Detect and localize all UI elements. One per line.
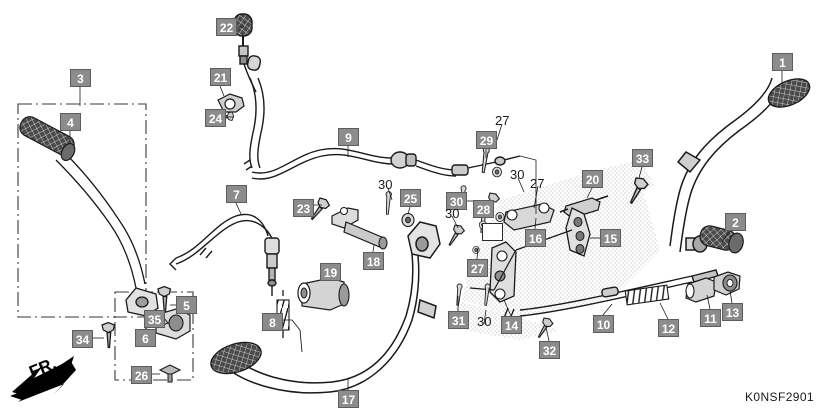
callout-6: 6 (135, 329, 156, 347)
part-17-brake-pedal (210, 221, 441, 394)
part-18-shaft (331, 207, 388, 250)
callout-32: 32 (539, 341, 560, 359)
callout-4: 4 (60, 113, 81, 131)
part-29-pin (479, 146, 491, 174)
callout-3: 3 (70, 69, 91, 87)
callout-35: 35 (144, 310, 165, 328)
callout-29: 29 (476, 131, 497, 149)
callout-26: 26 (131, 366, 152, 384)
callout-8: 8 (262, 313, 283, 331)
part-25-washer (401, 212, 415, 228)
part-1-pedal-arm (669, 77, 811, 254)
callout-12: 12 (658, 319, 679, 337)
callout-15: 15 (600, 229, 621, 247)
front-direction-indicator: FR. (10, 354, 76, 402)
plain-number-p30b: 30 (445, 206, 460, 221)
callout-23: 23 (293, 199, 314, 217)
part-22-cable-assembly (233, 13, 265, 171)
part-9-cable (251, 147, 521, 180)
callout-13: 13 (722, 303, 743, 321)
callout-18: 18 (363, 252, 384, 270)
callout-34: 34 (72, 330, 93, 348)
group-box-lower-left (114, 291, 194, 381)
callout-10: 10 (593, 315, 614, 333)
part-4-grip (19, 116, 76, 162)
part-13-nut (713, 271, 741, 296)
callout-2: 2 (725, 213, 746, 231)
callout-19: 19 (320, 263, 341, 281)
plain-number-p30d: 30 (477, 314, 492, 329)
callout-7: 7 (226, 185, 247, 203)
group-box-left (17, 103, 147, 318)
callout-21: 21 (210, 68, 231, 86)
center-linkage (443, 185, 609, 341)
part-11-sleeve (685, 277, 717, 303)
callout-14: 14 (501, 316, 522, 334)
callout-25: 25 (400, 189, 421, 207)
plain-number-p27a: 27 (495, 113, 510, 128)
callout-17: 17 (338, 390, 359, 408)
callout-5: 5 (176, 296, 197, 314)
drawing-part-number: K0NSF2901 (745, 390, 814, 404)
callout-30: 30 (446, 192, 467, 210)
callout-27: 27 (467, 259, 488, 277)
callout-1: 1 (772, 53, 793, 71)
callout-9: 9 (338, 128, 359, 146)
part-19-collar (297, 277, 350, 311)
callout-28: 28 (473, 200, 494, 218)
plain-number-p30c: 30 (510, 167, 525, 182)
callout-24: 24 (205, 109, 226, 127)
callout-16: 16 (525, 229, 546, 247)
part-7-cable (169, 213, 280, 296)
plain-number-p30a: 30 (378, 177, 393, 192)
callout-11: 11 (700, 309, 721, 327)
callout-31: 31 (448, 311, 469, 329)
callout-blank (482, 223, 503, 241)
callout-22: 22 (216, 18, 237, 36)
callout-33: 33 (632, 149, 653, 167)
plain-number-p27b: 27 (530, 176, 545, 191)
part-12-spring (624, 284, 670, 306)
callout-20: 20 (582, 170, 603, 188)
